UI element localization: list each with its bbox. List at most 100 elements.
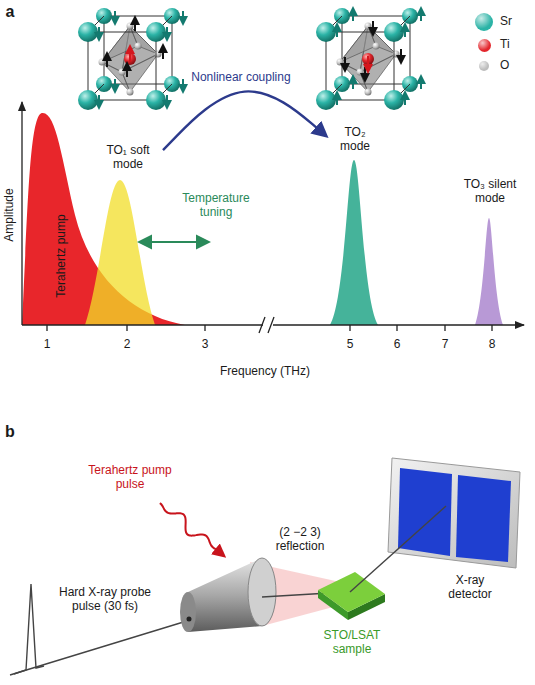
cell-edge bbox=[172, 16, 173, 84]
sr-atom bbox=[384, 90, 404, 110]
displacement-arrow bbox=[372, 21, 374, 35]
displacement-arrow bbox=[166, 95, 168, 108]
cone-back bbox=[180, 592, 196, 632]
displacement-arrow bbox=[162, 45, 164, 59]
unit-cell bbox=[78, 8, 183, 110]
node-text: Terahertz pump bbox=[55, 214, 69, 297]
edge-label: Nonlinear coupling bbox=[189, 71, 292, 85]
figure-label: Frequency (THz) bbox=[220, 365, 310, 379]
displacement-arrow bbox=[114, 79, 116, 92]
displacement-arrow bbox=[420, 8, 422, 21]
illustration-part bbox=[396, 325, 397, 331]
o-atom bbox=[373, 43, 380, 50]
legend-text: Sr bbox=[500, 15, 512, 29]
legend-swatch bbox=[478, 39, 491, 52]
illustration-part bbox=[349, 325, 350, 331]
node-text: TO₃ silent mode bbox=[456, 178, 524, 206]
to2-peak bbox=[330, 160, 378, 325]
figure-label: b bbox=[5, 423, 15, 441]
figure-label: X-ray detector bbox=[438, 574, 502, 602]
displacement-arrow bbox=[126, 63, 128, 77]
displacement-arrow bbox=[98, 27, 100, 40]
legend-swatch bbox=[479, 61, 489, 71]
sr-atom bbox=[384, 22, 404, 42]
o-atom bbox=[365, 23, 372, 30]
detector-housing bbox=[388, 458, 520, 568]
displacement-arrow bbox=[367, 56, 369, 72]
to3-peak bbox=[475, 218, 503, 325]
y-axis bbox=[21, 102, 22, 325]
node-text: TO₁ soft mode bbox=[96, 144, 160, 172]
unit-cell bbox=[316, 8, 421, 110]
cell-edge bbox=[88, 32, 89, 100]
label-text: Amplitude bbox=[2, 188, 16, 241]
legend-entry: Ti bbox=[470, 35, 528, 55]
axis-break bbox=[259, 317, 265, 333]
cell-edge bbox=[326, 32, 327, 100]
figure-label: STO/LSAT sample bbox=[316, 629, 388, 657]
terahertz-pulse bbox=[160, 503, 224, 556]
label-text: 3 bbox=[202, 337, 209, 351]
displacement-arrow bbox=[344, 57, 346, 71]
o-atom bbox=[357, 69, 364, 76]
sr-atom bbox=[78, 22, 98, 42]
illustration-part bbox=[126, 325, 127, 331]
displacement-arrow bbox=[364, 67, 366, 81]
spectrum-peaks bbox=[22, 113, 503, 325]
sr-atom bbox=[146, 22, 166, 42]
cell-edge bbox=[104, 16, 105, 84]
label-text: 7 bbox=[442, 337, 449, 351]
figure-label: 1 bbox=[44, 338, 51, 352]
oxygen-octahedron bbox=[122, 54, 158, 92]
figure-label: 5 bbox=[347, 338, 354, 352]
cell-edge bbox=[156, 32, 157, 100]
cone-front bbox=[248, 558, 276, 626]
illustration-part bbox=[204, 325, 205, 331]
mode-label: TO₁ soft mode bbox=[96, 144, 160, 172]
figure-label: (2 −2 3) reflection bbox=[267, 526, 333, 554]
reflected-beam bbox=[350, 506, 446, 592]
legend-entry: O bbox=[470, 56, 528, 76]
legend-entry: Sr bbox=[470, 12, 528, 32]
displacement-arrow bbox=[129, 46, 131, 62]
displacement-arrow bbox=[400, 49, 402, 63]
axes bbox=[22, 102, 524, 333]
figure-label: 3 bbox=[202, 338, 209, 352]
o-atom bbox=[99, 59, 106, 66]
label-text: Hard X-ray probe pulse (30 fs) bbox=[59, 585, 151, 613]
node-text: TO₂ mode bbox=[330, 126, 380, 154]
displacement-arrow bbox=[166, 27, 168, 40]
edge-label-text: Nonlinear coupling bbox=[191, 70, 290, 84]
cone-body bbox=[188, 558, 276, 632]
figure-label: Amplitude bbox=[3, 188, 17, 241]
o-atom bbox=[135, 43, 142, 50]
pump-spectrum bbox=[22, 113, 185, 325]
to1-peak bbox=[85, 180, 155, 325]
illustration-part bbox=[444, 325, 445, 331]
displacement-arrow bbox=[352, 76, 354, 89]
displacement-arrow bbox=[106, 53, 108, 67]
pump-band: Terahertz pump bbox=[55, 214, 69, 297]
displacement-arrow bbox=[336, 24, 338, 37]
crystal-structures bbox=[78, 8, 421, 110]
displacement-arrow bbox=[336, 92, 338, 105]
figure-label: 6 bbox=[394, 338, 401, 352]
label-text: 2 bbox=[124, 337, 131, 351]
cell-edge bbox=[410, 16, 411, 84]
mode-label: TO₃ silent mode bbox=[456, 178, 524, 206]
figure-label: 7 bbox=[442, 338, 449, 352]
o-atom bbox=[119, 69, 126, 76]
illustration-part bbox=[491, 325, 492, 331]
label-text: Frequency (THz) bbox=[220, 364, 310, 378]
legend-text: O bbox=[500, 59, 509, 73]
legend-text: Ti bbox=[500, 38, 510, 52]
label-text: (2 −2 3) reflection bbox=[276, 525, 325, 553]
label-text: 1 bbox=[44, 337, 51, 351]
label-text: b bbox=[5, 423, 15, 440]
detector-panel bbox=[456, 475, 511, 562]
label-text: 5 bbox=[347, 337, 354, 351]
setup bbox=[10, 458, 520, 675]
o-atom bbox=[337, 59, 344, 66]
